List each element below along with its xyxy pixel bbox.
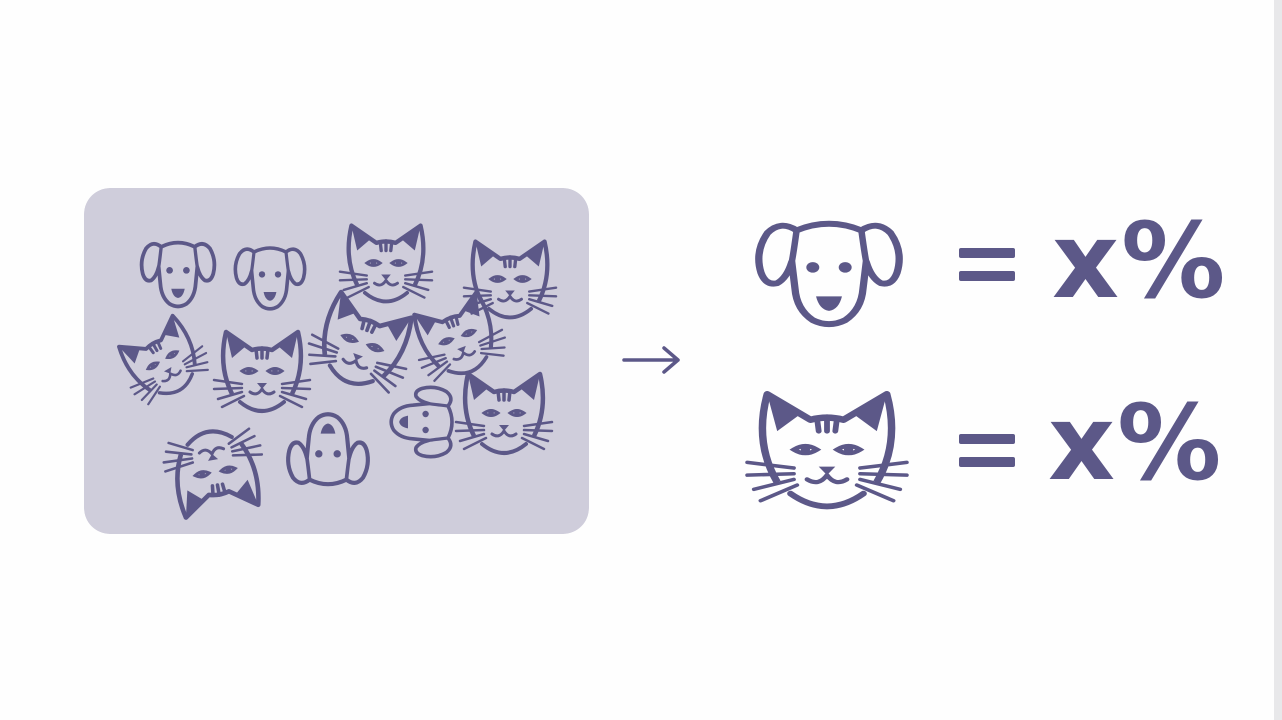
cat-face-icon: [744, 380, 910, 522]
equals-bar-top: [959, 434, 1015, 444]
dog-equals-sign: [959, 246, 1017, 286]
equals-bar-bottom: [959, 271, 1015, 281]
right-arrow-icon: [622, 346, 680, 374]
dog-face-icon: [748, 204, 910, 336]
dog-percentage: x%: [1052, 200, 1228, 322]
equals-bar-top: [959, 248, 1015, 258]
cat-equals-sign: [959, 432, 1017, 472]
cat-percentage: x%: [1048, 382, 1224, 504]
equals-bar-bottom: [959, 457, 1015, 467]
pet-collection-panel: [84, 188, 589, 534]
window-edge: [1274, 0, 1282, 720]
